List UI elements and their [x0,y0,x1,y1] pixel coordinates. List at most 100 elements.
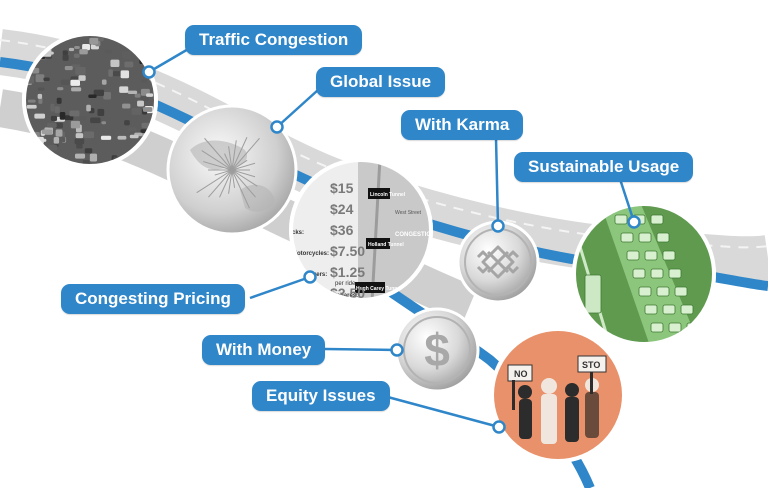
traffic-blob [97,37,104,42]
traffic-blob [134,93,141,98]
green-car [644,250,658,261]
green-car [644,304,658,315]
traffic-blob [117,135,127,140]
price-label: Motorcycles: [292,251,329,257]
label-sustainable-usage: Sustainable Usage [514,152,694,182]
green-car [650,268,664,279]
traffic-blob [55,129,63,137]
traffic-blob [76,143,83,149]
globe-ray [204,137,233,171]
traffic-blob [48,144,58,151]
traffic-blob [74,138,85,145]
traffic-blob [47,122,57,128]
traffic-blob [89,153,98,162]
traffic-blob [57,87,64,91]
traffic-blob [146,93,154,97]
connector-global [276,89,319,128]
traffic-blob [131,108,142,115]
globe-ray [224,153,233,171]
globe-ray [231,162,256,171]
price-value: $36 [330,222,354,238]
traffic-blob [119,86,129,93]
traffic-blob [137,100,144,107]
traffic-blob [26,104,37,109]
traffic-blob [50,103,55,112]
traffic-blob [140,96,149,102]
connector-money [324,347,398,352]
traffic-blob [101,79,107,85]
globe-ray [231,137,260,171]
traffic-blob [86,104,91,112]
traffic-blob [127,164,136,165]
globe-ray [208,169,233,198]
traffic-blob [153,35,155,43]
traffic-blob [75,66,86,75]
green-car [620,232,634,243]
traffic-blob [100,135,112,140]
traffic-blob [62,54,69,61]
endless-knot-icon [476,245,520,279]
traffic-blob [82,43,90,51]
traffic-blob [93,89,105,96]
traffic-blob [69,110,80,117]
traffic-blob [79,116,87,121]
equity-illustration: NO STO [490,327,626,463]
green-car [626,250,640,261]
traffic-blob [45,51,54,55]
traffic-blob [27,99,36,103]
traffic-blob [71,87,82,92]
traffic-blob [120,70,130,79]
green-car [650,322,664,333]
green-car [662,304,676,315]
dollar-sign-icon: $ [424,324,450,376]
traffic-blob [50,115,58,122]
protest-sign-stop: STO [582,360,600,370]
protest-sign-no: NO [514,369,528,379]
traffic-blob [70,79,81,86]
connector-equity [383,394,500,429]
traffic-blob [54,106,60,114]
globe-ray [196,169,233,194]
connectors [142,46,641,434]
map-west-street: West Street [395,210,422,216]
traffic-blob [89,37,99,45]
globe-ray [231,140,237,171]
green-car [650,214,664,225]
price-value: $7.50 [330,243,365,259]
globe-ray [231,169,256,178]
label-with-money: With Money [202,335,326,365]
price-label: cks: [292,230,304,236]
traffic-blob [70,120,81,129]
traffic-blob [73,53,80,58]
traffic-photo [22,32,162,168]
traffic-blob [37,87,45,91]
map-holland-tunnel: Holland Tunnel [368,242,404,248]
traffic-blob [43,162,54,165]
traffic-blob [103,92,112,100]
green-car [656,286,670,297]
traffic-blob [141,79,147,83]
traffic-blob [108,69,113,77]
traffic-blob [90,117,101,124]
label-equity-issues: Equity Issues [252,381,390,411]
karma-coin [456,220,540,304]
globe-network-lines [196,137,260,209]
traffic-blob [79,49,88,55]
green-bus [584,274,602,314]
traffic-blob [156,36,162,42]
traffic-blob [104,49,112,54]
traffic-blob [101,121,107,125]
globe-ray [228,146,233,171]
traffic-blob [75,133,84,139]
traffic-blob [124,61,134,68]
traffic-blob [41,129,53,134]
green-car [614,214,628,225]
globe-ray [231,169,250,209]
traffic-blob [74,153,86,159]
price-unit: per ride [335,281,356,287]
traffic-blob [35,74,45,83]
label-global-issue: Global Issue [316,67,446,97]
traffic-blob [142,107,153,112]
green-car [662,250,676,261]
